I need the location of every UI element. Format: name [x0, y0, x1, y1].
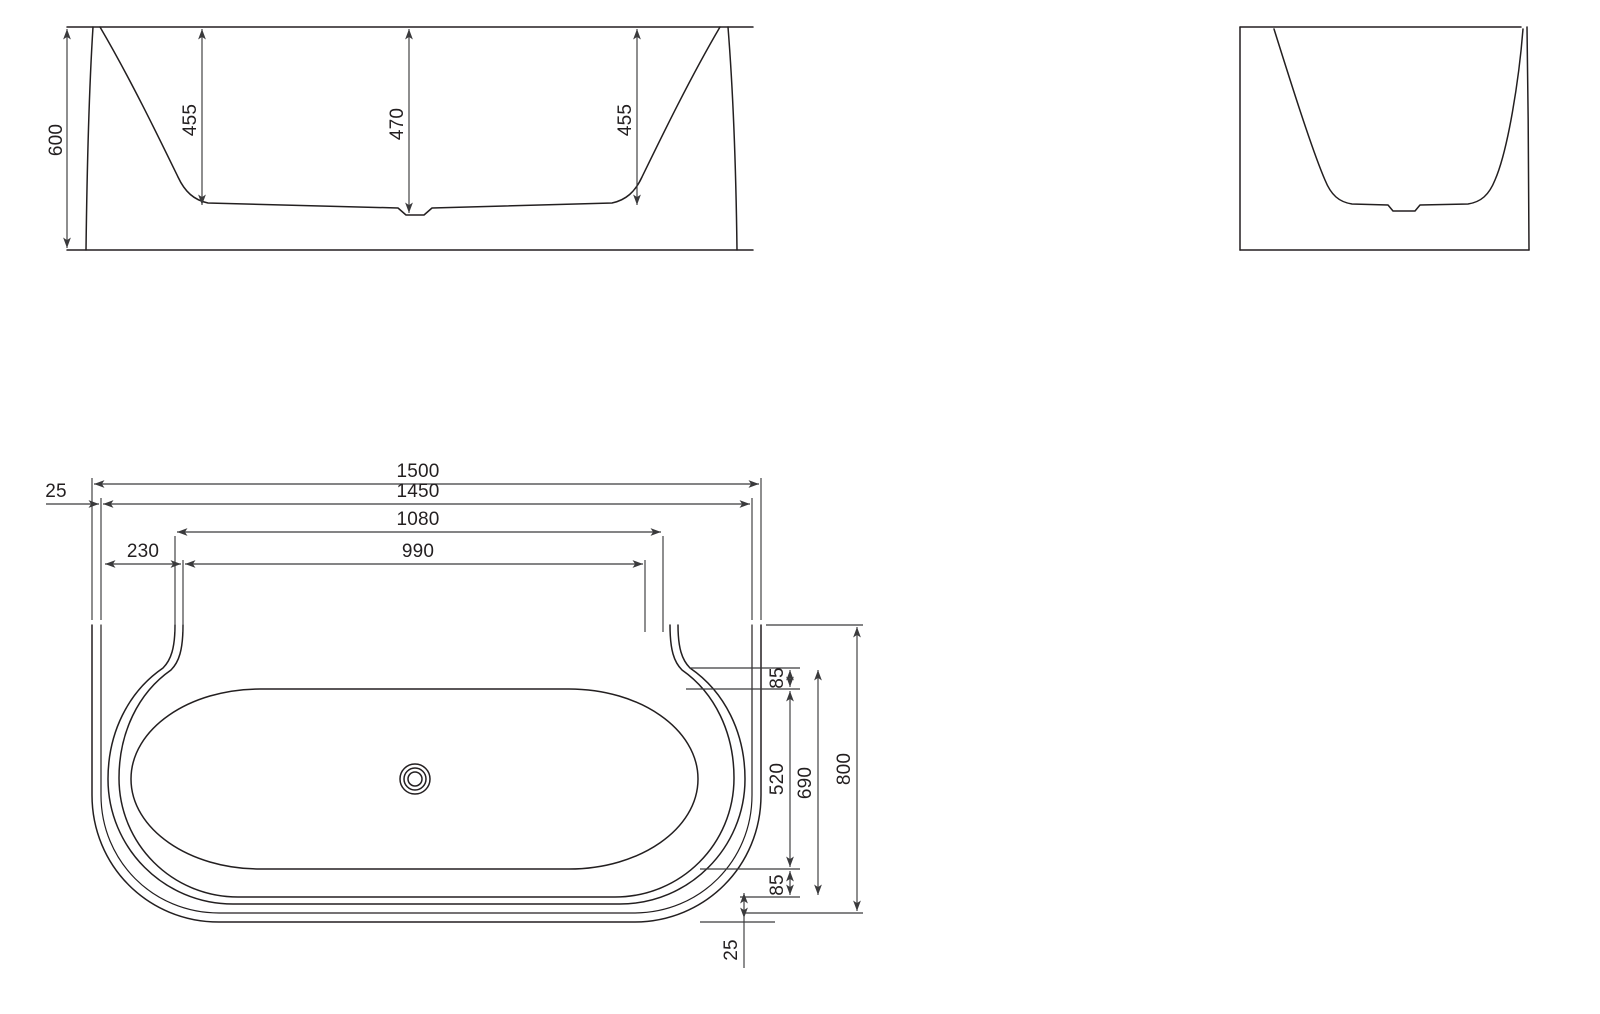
side-elevation-basin-profile: [1273, 28, 1524, 212]
dimension-230-label: 230: [127, 541, 159, 562]
dimension-455-right: 455: [615, 29, 641, 205]
plan-basin-outer-boundary: [118, 624, 735, 898]
front-elevation-basin-profile: [99, 26, 721, 216]
dimension-1450: 1450: [103, 481, 750, 508]
dimension-1450-label: 1450: [396, 481, 439, 502]
side-elevation-right-outer-wall: [1526, 26, 1530, 251]
dimension-520: 520: [767, 691, 794, 867]
plan-rim-inner-contour: [107, 624, 746, 905]
dimension-230: 230: [105, 541, 181, 568]
dimension-455-left-label: 455: [180, 104, 201, 136]
dimension-600-label: 600: [46, 124, 67, 156]
dimension-800: 800: [834, 627, 861, 911]
dimension-25-bottom-label: 25: [721, 939, 742, 961]
dimension-800-label: 800: [834, 753, 855, 785]
front-elevation-left-outer-wall: [85, 26, 94, 251]
dimension-85-top: 85: [767, 667, 794, 689]
dimension-455-left: 455: [180, 29, 206, 205]
dimension-600: 600: [46, 29, 71, 248]
plan-view: 1500 1450 25 1080 990: [45, 461, 863, 968]
dimension-85-bottom: 85: [767, 871, 794, 896]
front-elevation-view: 600 455 470 455: [46, 26, 754, 251]
dimension-25-bottom: 25: [721, 893, 748, 968]
dimension-990: 990: [185, 541, 643, 568]
dimension-25-left: 25: [45, 481, 99, 508]
dimension-1500-label: 1500: [396, 461, 439, 482]
front-elevation-right-outer-wall: [727, 26, 738, 251]
dimension-990-label: 990: [402, 541, 434, 562]
dimension-25-left-label: 25: [45, 481, 67, 502]
dimension-455-right-label: 455: [615, 104, 636, 136]
plan-outer-edge-inner-offset: [100, 624, 753, 914]
dimension-690: 690: [795, 670, 822, 895]
plan-outer-edge: [91, 624, 762, 923]
drain-icon: [399, 763, 431, 795]
dimension-1080: 1080: [177, 509, 661, 536]
dimension-520-label: 520: [767, 763, 788, 795]
dimension-470-center: 470: [387, 29, 413, 213]
side-elevation-view: [1239, 26, 1530, 251]
dimension-85-bottom-label: 85: [767, 874, 788, 896]
dimension-85-top-label: 85: [767, 667, 788, 689]
dimension-470-center-label: 470: [387, 108, 408, 140]
dimension-1080-label: 1080: [396, 509, 439, 530]
plan-basin-inner-bottom: [130, 688, 699, 870]
dimension-690-label: 690: [795, 767, 816, 799]
dimension-1500: 1500: [94, 461, 759, 488]
